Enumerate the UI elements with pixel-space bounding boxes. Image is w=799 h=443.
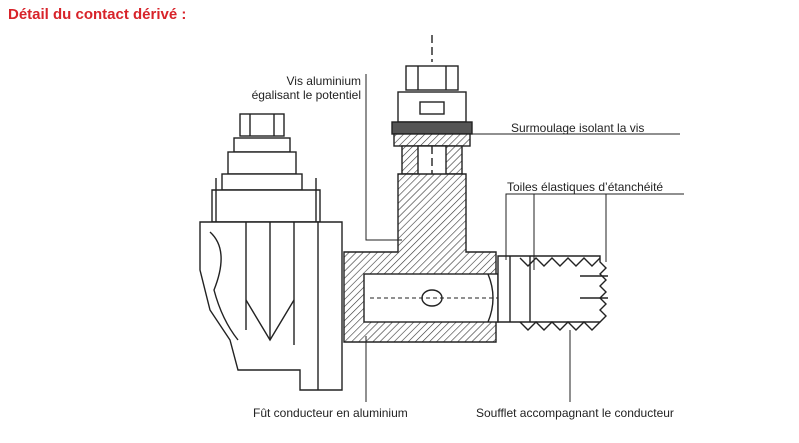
label-surmoulage: Surmoulage isolant la vis <box>511 121 645 135</box>
label-toiles: Toiles élastiques d’étanchéité <box>507 180 664 194</box>
left-clamp <box>199 113 343 391</box>
diagram-title: Détail du contact dérivé : <box>8 6 187 23</box>
fut-body <box>343 173 499 343</box>
label-soufflet: Soufflet accompagnant le conducteur <box>476 406 674 420</box>
soufflet <box>497 255 608 331</box>
leader-lines <box>365 74 684 402</box>
label-fut: Fût conducteur en aluminium <box>253 406 408 420</box>
label-vis-aluminium: Vis aluminium égalisant le potentiel <box>252 74 361 102</box>
label-vis-line1: Vis aluminium <box>286 74 361 88</box>
label-vis-line2: égalisant le potentiel <box>251 88 361 102</box>
